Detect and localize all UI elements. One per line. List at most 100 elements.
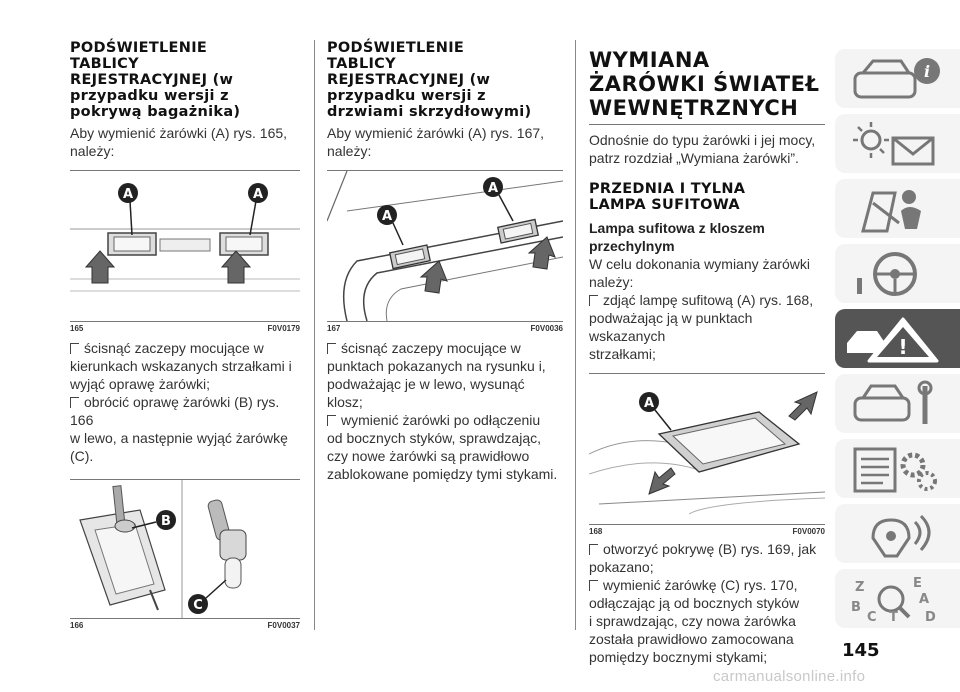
heading-line: REJESTRACYJNEJ (w bbox=[70, 72, 234, 88]
chapter-tab-multimedia[interactable] bbox=[835, 504, 960, 563]
bullet-item: ścisnąć zaczepy mocujące w bbox=[70, 339, 300, 357]
bullet-item: zdjąć lampę sufitową (A) rys. 168, bbox=[589, 291, 825, 309]
heading-line: WEWNĘTRZNYCH bbox=[589, 96, 799, 120]
figure-caption: 168 F0V0070 bbox=[589, 527, 825, 536]
chapter-tab-technical-data[interactable] bbox=[835, 439, 960, 498]
text-line: strzałkami; bbox=[589, 346, 656, 362]
section-heading: PODŚWIETLENIE TABLICY REJESTRACYJNEJ (w … bbox=[327, 40, 563, 120]
chapter-tab-index[interactable]: Z E A B C T D bbox=[835, 569, 960, 628]
steering-wheel-icon bbox=[857, 252, 917, 296]
heading-line: drzwiami skrzydłowymi) bbox=[327, 104, 532, 120]
column-1: PODŚWIETLENIE TABLICY REJESTRACYJNEJ (w … bbox=[70, 40, 300, 630]
chapter-tab-safety[interactable] bbox=[835, 179, 960, 238]
svg-text:i: i bbox=[924, 62, 930, 81]
bullet-list: ścisnąć zaczepy mocujące w kierunkach ws… bbox=[70, 339, 300, 465]
heading-line: PODŚWIETLENIE bbox=[327, 40, 465, 56]
figure-166: B C bbox=[70, 479, 300, 619]
warning-lights-icon bbox=[853, 122, 935, 166]
text-line: należy: bbox=[327, 143, 372, 159]
callout-a: A bbox=[382, 209, 392, 224]
sub-heading: PRZEDNIA I TYLNA LAMPA SUFITOWA bbox=[589, 181, 825, 213]
figure-code: F0V0070 bbox=[792, 527, 825, 536]
text-line: Odnośnie do typu żarówki i jej mocy, bbox=[589, 132, 816, 148]
figure-number: 167 bbox=[327, 324, 341, 333]
sub-sub-heading: Lampa sufitowa z kloszem przechylnym bbox=[589, 219, 825, 255]
bullet-item: ścisnąć zaczepy mocujące w bbox=[327, 339, 563, 357]
text-line: patrz rozdział „Wymiana żarówki”. bbox=[589, 150, 799, 166]
maintenance-icon bbox=[853, 380, 933, 424]
figure-number: 165 bbox=[70, 324, 84, 333]
heading-line: LAMPA SUFITOWA bbox=[589, 197, 740, 213]
bullet-marker-icon bbox=[70, 397, 79, 408]
text-line: czy nowe żarówki są prawidłowo bbox=[327, 448, 530, 464]
callout-c: C bbox=[193, 598, 203, 613]
bullet-marker-icon bbox=[70, 343, 79, 354]
text-line: zablokowane pomiędzy tymi stykami. bbox=[327, 466, 558, 482]
figure-168: A bbox=[588, 373, 826, 525]
ceiling-lamp-illustration: A bbox=[588, 391, 826, 515]
text-line: podważając je w lewo, wysunąć klosz; bbox=[327, 376, 525, 410]
section-heading: PODŚWIETLENIE TABLICY REJESTRACYJNEJ (w … bbox=[70, 40, 300, 120]
chapter-tab-emergency[interactable]: ! bbox=[835, 309, 960, 368]
heading-line: przypadku wersji z bbox=[327, 88, 486, 104]
bullet-marker-icon bbox=[589, 295, 598, 306]
heading-line: WYMIANA bbox=[589, 48, 710, 72]
section-heading: WYMIANA ŻARÓWKI ŚWIATEŁ WEWNĘTRZNYCH bbox=[589, 48, 825, 125]
bullet-item: obrócić oprawę żarówki (B) rys. 166 bbox=[70, 394, 280, 428]
text-line: przechylnym bbox=[589, 238, 675, 254]
svg-text:T: T bbox=[889, 610, 898, 625]
heading-line: przypadku wersji z bbox=[70, 88, 229, 104]
index-icon: Z E A B C T D bbox=[851, 576, 936, 625]
callout-a: A bbox=[123, 187, 133, 202]
page-number: 145 bbox=[842, 640, 880, 661]
watermark: carmanualsonline.info bbox=[713, 668, 866, 685]
text-line: Aby wymienić żarówki (A) rys. 165, bbox=[70, 125, 288, 141]
figure-number: 168 bbox=[589, 527, 603, 536]
bullet-item: wymienić żarówki po odłączeniu bbox=[327, 411, 563, 429]
bulb-holder-illustration: B C bbox=[79, 480, 247, 618]
intro-text: Odnośnie do typu żarówki i jej mocy, pat… bbox=[589, 131, 825, 167]
text-line: Aby wymienić żarówki (A) rys. 167, bbox=[327, 125, 545, 141]
license-plate-light-illustration: A A bbox=[70, 183, 300, 292]
text-line: pokazano; bbox=[589, 559, 654, 575]
figure-number: 166 bbox=[70, 621, 84, 630]
heading-line: TABLICY bbox=[70, 56, 139, 72]
chapter-tab-starting-driving[interactable] bbox=[835, 244, 960, 303]
text-line: w lewo, a następnie wyjąć żarówkę (C). bbox=[70, 430, 288, 464]
bullet-marker-icon bbox=[589, 580, 598, 591]
figure-code: F0V0179 bbox=[267, 324, 300, 333]
bullet-marker-icon bbox=[589, 544, 598, 555]
figure-code: F0V0036 bbox=[530, 324, 563, 333]
callout-a: A bbox=[488, 181, 498, 196]
text-line: pomiędzy bocznymi stykami; bbox=[589, 649, 768, 665]
text-line: została prawidłowo zamocowana bbox=[589, 631, 794, 647]
text-line: punktach pokazanych na rysunku i, bbox=[327, 358, 546, 374]
figure-code: F0V0037 bbox=[267, 621, 300, 630]
bullet-list: zdjąć lampę sufitową (A) rys. 168, podwa… bbox=[589, 291, 825, 363]
chapter-tab-knowing-car[interactable]: i bbox=[835, 49, 960, 108]
chapter-tab-warning-lights[interactable] bbox=[835, 114, 960, 173]
column-2: PODŚWIETLENIE TABLICY REJESTRACYJNEJ (w … bbox=[326, 40, 564, 483]
svg-text:B: B bbox=[851, 600, 861, 615]
figure-167: A A bbox=[326, 170, 564, 322]
figure-caption: 167 F0V0036 bbox=[327, 324, 563, 333]
intro-text: Aby wymienić żarówki (A) rys. 167, należ… bbox=[327, 124, 563, 160]
column-divider bbox=[314, 40, 315, 630]
multimedia-icon bbox=[871, 514, 931, 558]
column-divider bbox=[575, 40, 576, 630]
bullet-marker-icon bbox=[327, 415, 336, 426]
svg-text:A: A bbox=[919, 592, 929, 607]
intro-text: W celu dokonania wymiany żarówki należy: bbox=[589, 255, 825, 291]
text-line: W celu dokonania wymiany żarówki bbox=[589, 256, 810, 272]
text-line: podważając ją w punktach wskazanych bbox=[589, 310, 753, 344]
bullet-item: otworzyć pokrywę (B) rys. 169, jak bbox=[589, 540, 825, 558]
chapter-tab-maintenance[interactable] bbox=[835, 374, 960, 433]
text-line: wyjąć oprawę żarówki; bbox=[70, 376, 211, 392]
text-line: należy: bbox=[70, 143, 115, 159]
figure-165: A A bbox=[70, 170, 300, 322]
text-line: kierunkach wskazanych strzałkami i bbox=[70, 358, 292, 374]
heading-line: TABLICY bbox=[327, 56, 396, 72]
heading-line: pokrywą bagażnika) bbox=[70, 104, 241, 120]
bullet-list: ścisnąć zaczepy mocujące w punktach poka… bbox=[327, 339, 563, 483]
heading-line: ŻARÓWKI ŚWIATEŁ bbox=[589, 72, 820, 96]
